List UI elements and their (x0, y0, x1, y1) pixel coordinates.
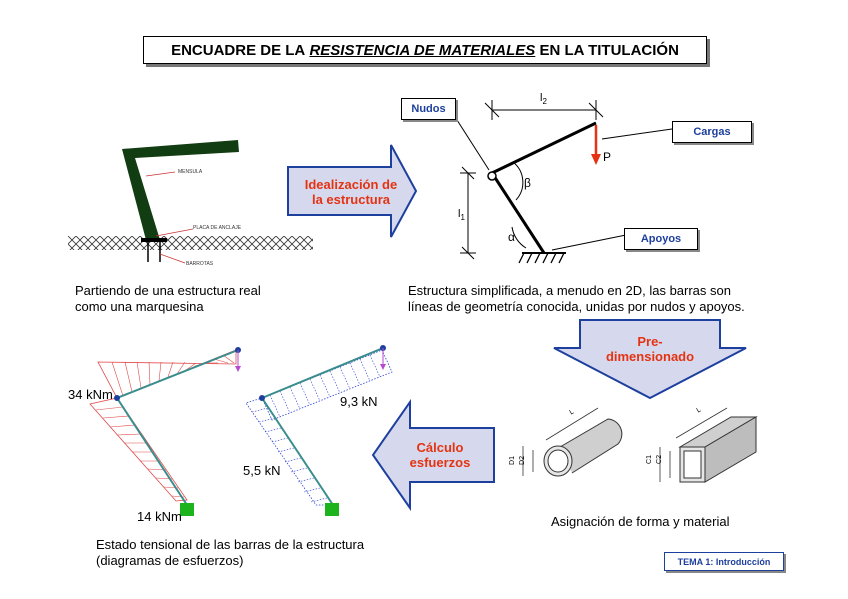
arrow-idealizacion (287, 144, 418, 238)
label-alpha: α (508, 230, 515, 244)
leader-apoyos (551, 234, 627, 251)
arrow-calculo (371, 398, 495, 512)
leader-line (155, 228, 194, 237)
title-suffix: EN LA TITULACIÓN (539, 41, 679, 59)
label-d1: D1 (508, 456, 516, 465)
page-title: ENCUADRE DE LA RESISTENCIA DE MATERIALES… (143, 36, 707, 64)
dimension-tick (588, 102, 604, 118)
caption-real-line2: como una marquesina (75, 299, 204, 314)
title-prefix: ENCUADRE DE LA (171, 41, 306, 59)
column-member (116, 397, 188, 506)
predim-line2: dimensionado (605, 349, 695, 364)
caption-real-line1: Partiendo de una estructura real (75, 283, 261, 298)
load-arrow-head (591, 154, 601, 165)
load-arrow-head (380, 364, 386, 370)
angle-alpha-arc (511, 226, 527, 249)
dimension-tick (461, 246, 475, 260)
arrow-predimensionado-label: Pre- dimensionado (588, 334, 712, 364)
caption-shape: Asignación de forma y material (551, 514, 730, 529)
leader-line (145, 171, 176, 177)
support-hatch (542, 252, 549, 264)
title-emphasis: RESISTENCIA DE MATERIALES (309, 41, 536, 59)
ground-hatch (68, 236, 313, 250)
arrow-predimensionado (553, 319, 747, 400)
dimension-line (545, 407, 599, 441)
label-shear-column: 5,5 kN (243, 463, 281, 478)
leader-line (159, 253, 186, 264)
caption-simplified-line2: líneas de geometría conocida, unidas por… (408, 299, 745, 314)
label-placa: PLACA DE ANCLAJE (193, 225, 242, 231)
label-moment-knee: 34 kNm (68, 387, 113, 402)
predim-line1: Pre- (637, 334, 663, 349)
label-c2: C2 (655, 455, 663, 464)
section-box (659, 407, 758, 483)
beam-bar (491, 121, 597, 175)
caption-stress: Estado tensional de las barras de la est… (96, 537, 364, 569)
label-p: P (603, 150, 612, 164)
calculo-line2: esfuerzos (409, 455, 471, 470)
label-shear-beam: 9,3 kN (340, 394, 378, 409)
caption-real: Partiendo de una estructura real como un… (75, 283, 261, 315)
simplified-structure (456, 100, 673, 264)
label-l1: l1 (458, 208, 465, 222)
angle-beta-arc (512, 161, 524, 201)
l2-sub: 2 (542, 97, 547, 107)
dimension-line (675, 407, 728, 439)
arrow-idealizacion-label: Idealización de la estructura (296, 177, 406, 207)
dimension-tick (484, 102, 500, 118)
idealizacion-line1: Idealización de (304, 177, 398, 192)
leader-cargas (601, 128, 673, 140)
support-hatch (550, 252, 557, 264)
anchor-plate (141, 238, 167, 242)
caption-stress-line1: Estado tensional de las barras de la est… (96, 537, 365, 552)
load-arrow-head (235, 366, 241, 372)
caption-stress-line2: (diagramas de esfuerzos) (96, 553, 244, 568)
knee-node (259, 395, 265, 401)
support-hatch (558, 252, 565, 264)
node-circle (487, 171, 497, 181)
label-d2: D2 (518, 456, 526, 465)
column-member (261, 397, 334, 506)
support-hatch (518, 252, 525, 264)
beam-member (116, 349, 239, 399)
l1-text: l (458, 208, 461, 220)
dimension-tick (461, 166, 475, 180)
moment-diagram (89, 347, 241, 516)
caption-simplified-line1: Estructura simplificada, a menudo en 2D,… (408, 283, 731, 298)
label-barrotas: BARROTAS (186, 261, 214, 267)
l2-text: l (540, 92, 543, 104)
tag-nudos: Nudos (401, 98, 456, 120)
tag-apoyos: Apoyos (624, 228, 698, 250)
mensula-frame (122, 140, 239, 240)
knee-node (114, 395, 120, 401)
arrow-calculo-label: Cálculo esfuerzos (400, 440, 480, 470)
label-l2: l2 (540, 92, 547, 106)
support-block (180, 503, 194, 516)
label-c1: C1 (645, 455, 653, 464)
real-structure (68, 140, 313, 264)
column-bar (490, 172, 546, 254)
idealizacion-line2: la estructura (311, 192, 391, 207)
support-hatch (526, 252, 533, 264)
topic-badge: TEMA 1: Introducción (664, 552, 784, 571)
support-block (325, 503, 339, 516)
l1-sub: 1 (460, 213, 465, 223)
label-beta: β (524, 176, 531, 190)
label-mensula: MENSULA (178, 169, 203, 175)
leader-nudos (456, 119, 490, 171)
beam-member (261, 347, 384, 399)
calculo-line1: Cálculo (416, 440, 464, 455)
section-tube (522, 407, 623, 477)
shear-diagram (245, 345, 393, 516)
caption-simplified: Estructura simplificada, a menudo en 2D,… (408, 283, 745, 315)
tag-cargas: Cargas (672, 121, 752, 143)
label-moment-base: 14 kNm (137, 509, 182, 524)
support-hatch (534, 252, 541, 264)
